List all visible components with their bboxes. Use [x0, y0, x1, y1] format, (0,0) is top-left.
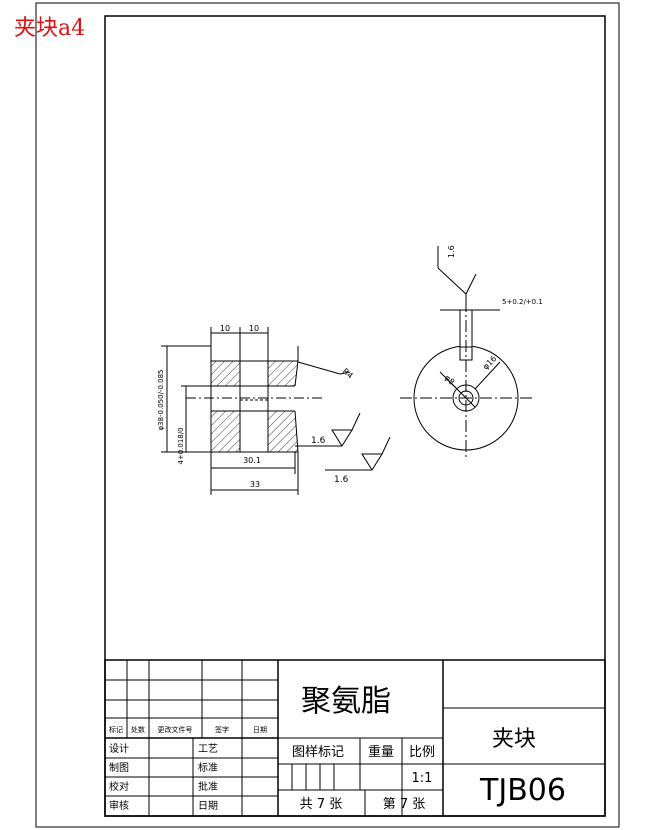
finish-3: 1.6: [447, 245, 456, 258]
section-view-text: 10 10 R4 φ38-0.050/-0.085 4+0.018/0 30.1…: [157, 324, 355, 489]
left-label-1: 制图: [109, 761, 129, 774]
section-view: [161, 327, 391, 495]
drawing-no: TJB06: [479, 773, 566, 808]
header-weight: 重量: [368, 744, 394, 760]
dim-inner-width: 30.1: [243, 456, 261, 465]
finish-1: 1.6: [311, 436, 326, 446]
outer-border: [35, 2, 620, 828]
rev-header-3: 签字: [215, 725, 229, 734]
scale-value: 1:1: [412, 771, 433, 786]
dim-hole-small: φ8: [443, 373, 457, 387]
dim-hole-large: φ16: [481, 354, 498, 371]
left-label-0: 设计: [109, 742, 129, 755]
rev-header-0: 标记: [109, 725, 123, 734]
sheet-total: 共 7 张: [300, 797, 343, 812]
rev-header-2: 更改文件号: [158, 725, 193, 734]
dim-top-right: 10: [249, 324, 259, 333]
end-view-text: 1.6 5+0.2/+0.1 φ8 φ16: [443, 245, 543, 386]
mid-label-2: 批准: [198, 780, 218, 793]
rev-header-4: 日期: [253, 726, 267, 734]
dim-side-tol: 5+0.2/+0.1: [502, 298, 543, 306]
sheet-number: 第 7 张: [383, 797, 426, 812]
dim-vertical-small: 4+0.018/0: [177, 427, 185, 464]
title-block: [104, 659, 606, 817]
rev-header-1: 处数: [131, 725, 145, 734]
title-block-text: 聚氨脂 夹块 TJB06 标记 处数 更改文件号 签字 日期 设计 制图 校对 …: [109, 684, 566, 812]
finish-2: 1.6: [334, 475, 349, 485]
dim-vertical-left: φ38-0.050/-0.085: [157, 369, 165, 430]
end-view: [400, 246, 532, 458]
dim-chamfer: R4: [341, 367, 355, 381]
mid-label-0: 工艺: [198, 743, 218, 755]
header-pattern-mark: 图样标记: [292, 745, 344, 760]
corner-label: 夹块a4: [14, 16, 86, 41]
dim-overall-width: 33: [250, 480, 260, 489]
left-label-2: 校对: [109, 780, 129, 793]
left-label-3: 审核: [109, 799, 129, 812]
mid-label-1: 标准: [198, 762, 218, 774]
material: 聚氨脂: [301, 684, 391, 719]
mid-label-3: 日期: [198, 800, 218, 812]
part-name: 夹块: [492, 727, 536, 752]
dim-top-left: 10: [220, 324, 230, 333]
header-scale: 比例: [409, 745, 435, 760]
